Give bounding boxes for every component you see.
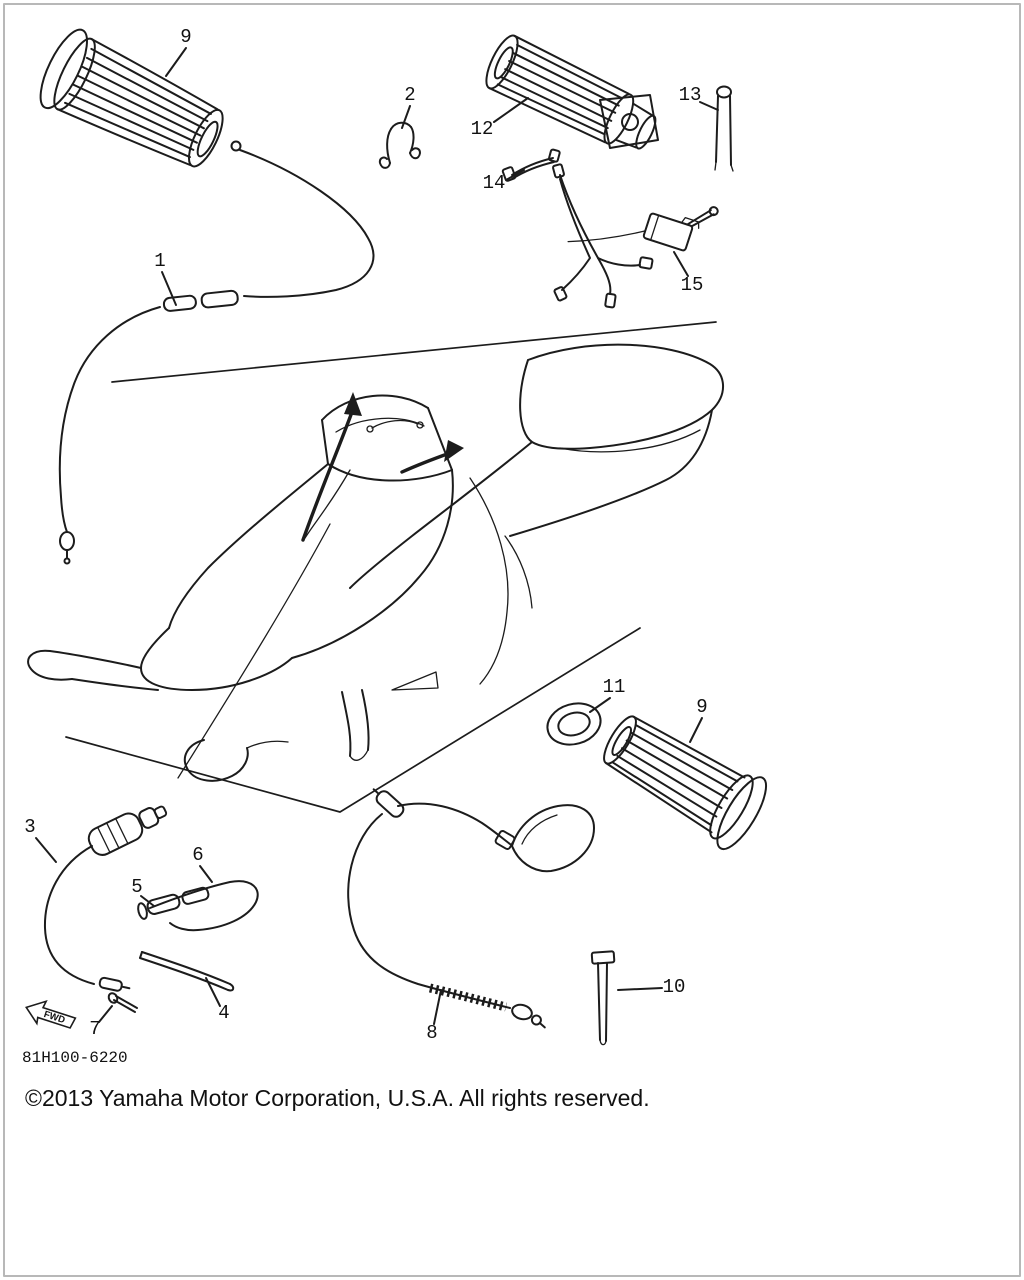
handlebar-switch	[552, 163, 719, 309]
grip-ribs	[612, 724, 739, 827]
callout-12: 12	[471, 118, 494, 140]
cable-end-barrel	[511, 1003, 546, 1029]
cotter-pin-top-right	[714, 85, 734, 172]
grip-ribs	[64, 47, 212, 159]
grip-ribs	[496, 43, 624, 136]
brake-cable-assembly	[347, 788, 595, 1029]
frame-lines	[65, 321, 717, 813]
throttle-housing	[599, 94, 659, 149]
brake-lever	[494, 804, 595, 873]
grip-collar-ring	[546, 702, 602, 746]
routing-arrowhead-up	[344, 392, 362, 416]
handlebar-grip-top-right	[485, 34, 659, 150]
copyright-notice: ©2013 Yamaha Motor Corporation, U.S.A. A…	[25, 1085, 650, 1111]
handle-pin	[590, 950, 616, 1046]
callout-leader-lines	[35, 47, 719, 1025]
diagram-part-number: 81H100-6220	[22, 1049, 128, 1067]
toggle-switch-body	[567, 206, 719, 252]
cable-clip	[378, 121, 421, 169]
wire-lead	[501, 148, 561, 182]
callout-1: 1	[154, 250, 165, 272]
callout-3: 3	[24, 816, 35, 838]
callout-9-top: 9	[180, 26, 191, 48]
cable-adjuster-pair	[137, 886, 210, 920]
choke-cable	[43, 805, 168, 992]
callout-6: 6	[192, 844, 203, 866]
callout-10: 10	[663, 976, 686, 998]
small-pin	[107, 992, 138, 1013]
callout-labels: 9 2 12 13 14 1 15 11 9 3 6 5 4 7 8 10	[24, 26, 707, 1044]
callout-5: 5	[131, 876, 142, 898]
callout-8: 8	[426, 1022, 437, 1044]
fwd-arrow: FWD	[25, 999, 77, 1029]
callout-7: 7	[89, 1018, 100, 1040]
cable-plug	[87, 805, 168, 856]
callout-15: 15	[681, 274, 704, 296]
handlebar-grip-bottom-right	[603, 715, 768, 851]
callout-2: 2	[404, 84, 415, 106]
callout-14: 14	[483, 172, 506, 194]
callout-9-bottom: 9	[696, 696, 707, 718]
cable-adjusters	[162, 289, 239, 312]
adjuster-cable	[137, 880, 259, 932]
callout-11: 11	[603, 676, 626, 698]
cable-spring-coil	[428, 983, 508, 1012]
callout-4: 4	[218, 1002, 229, 1024]
switch-wiring	[552, 163, 654, 309]
routing-arrowhead-right	[444, 440, 464, 462]
page-border	[3, 3, 1021, 1277]
cable-upper-fitting	[372, 788, 405, 818]
snowmobile-body-illustration	[27, 343, 724, 782]
cable-rod	[139, 951, 235, 992]
throttle-cable	[58, 140, 375, 565]
handlebar-grip-top-left	[39, 28, 224, 168]
cable-end-fitting	[98, 976, 131, 992]
callout-13: 13	[679, 84, 702, 106]
